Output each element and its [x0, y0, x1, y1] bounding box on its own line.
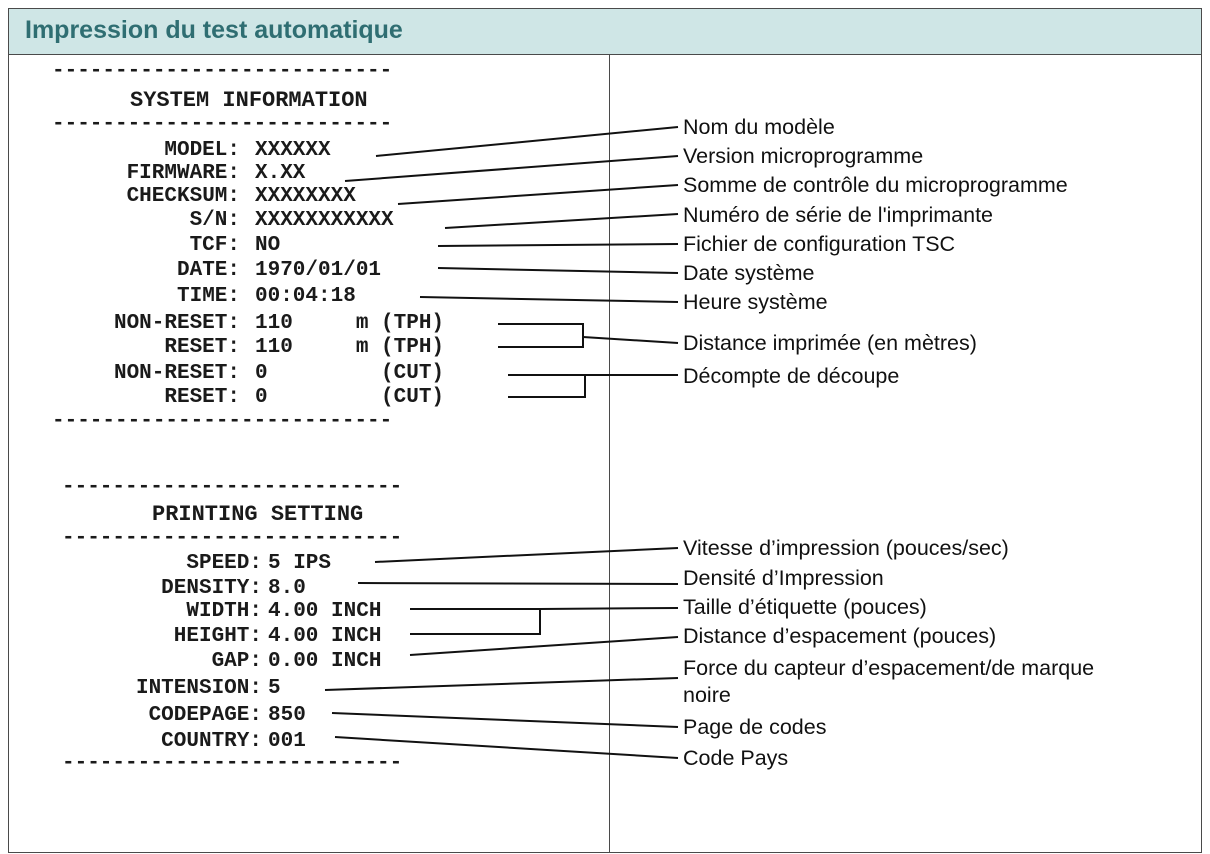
row-value: 1970/01/01 [255, 259, 382, 282]
note-sensor-line2: noire [683, 683, 731, 707]
row-value: 4.00 INCH [268, 600, 382, 623]
row-value: 110 m (TPH) [255, 336, 445, 359]
row-label: GAP: [211, 650, 262, 673]
row-value: 5 [268, 677, 281, 700]
row-value: 4.00 INCH [268, 625, 382, 648]
row-label: RESET: [164, 336, 240, 359]
printing-heading: PRINTING SETTING [152, 502, 364, 527]
system-heading: SYSTEM INFORMATION [130, 88, 368, 113]
note-cut: Décompte de découpe [683, 364, 900, 388]
note-tcf: Fichier de configuration TSC [683, 232, 956, 256]
column-divider [609, 54, 610, 852]
row-value: 110 m (TPH) [255, 312, 445, 335]
dash-line: --------------------------- [52, 113, 393, 136]
row-value: NO [255, 234, 281, 257]
note-density: Densité d’Impression [683, 566, 884, 590]
row-label: DENSITY: [161, 577, 262, 600]
note-time: Heure système [683, 290, 828, 314]
note-date: Date système [683, 261, 815, 285]
row-label: HEIGHT: [173, 625, 262, 648]
note-serial: Numéro de série de l'imprimante [683, 203, 994, 227]
row-label: SPEED: [186, 552, 262, 575]
row-value: 850 [268, 704, 306, 727]
row-label: TCF: [189, 234, 240, 257]
row-label: MODEL: [164, 139, 240, 162]
row-label: COUNTRY: [161, 730, 262, 753]
note-label-size: Taille d’étiquette (pouces) [683, 595, 927, 619]
row-label: NON-RESET: [113, 362, 240, 385]
dash-line: --------------------------- [62, 527, 403, 550]
note-checksum: Somme de contrôle du microprogramme [683, 173, 1068, 197]
row-value: 8.0 [268, 577, 306, 600]
row-value: 0.00 INCH [268, 650, 382, 673]
dash-line: --------------------------- [62, 476, 403, 499]
row-value: 0 (CUT) [255, 386, 445, 409]
note-speed: Vitesse d’impression (pouces/sec) [683, 536, 1009, 560]
row-label: DATE: [176, 259, 240, 282]
row-value: X.XX [255, 162, 306, 185]
note-gap: Distance d’espacement (pouces) [683, 624, 997, 648]
figure-title: Impression du test automatique [25, 16, 403, 44]
row-value: 001 [268, 730, 306, 753]
row-value: XXXXXXXX [255, 185, 356, 208]
row-label: INTENSION: [135, 677, 262, 700]
title-bar: Impression du test automatique [9, 9, 1201, 55]
dash-line: --------------------------- [62, 752, 403, 775]
row-label: CODEPAGE: [148, 704, 262, 727]
note-country: Code Pays [683, 746, 789, 770]
note-codepage: Page de codes [683, 715, 827, 739]
row-value: 5 IPS [268, 552, 332, 575]
note-firmware: Version microprogramme [683, 144, 924, 168]
row-label: WIDTH: [186, 600, 262, 623]
dash-line: --------------------------- [52, 60, 393, 83]
dash-line: --------------------------- [52, 410, 393, 433]
row-value: 00:04:18 [255, 285, 356, 308]
row-label: TIME: [176, 285, 240, 308]
note-model: Nom du modèle [683, 115, 835, 139]
note-sensor-line1: Force du capteur d’espacement/de marque [683, 656, 1095, 680]
row-label: FIRMWARE: [126, 162, 240, 185]
row-label: NON-RESET: [113, 312, 240, 335]
note-distance: Distance imprimée (en mètres) [683, 331, 977, 355]
row-value: 0 (CUT) [255, 362, 445, 385]
row-label: S/N: [189, 209, 240, 232]
row-label: CHECKSUM: [126, 185, 240, 208]
row-value: XXXXXXXXXXX [255, 209, 394, 232]
row-label: RESET: [164, 386, 240, 409]
row-value: XXXXXX [255, 139, 331, 162]
